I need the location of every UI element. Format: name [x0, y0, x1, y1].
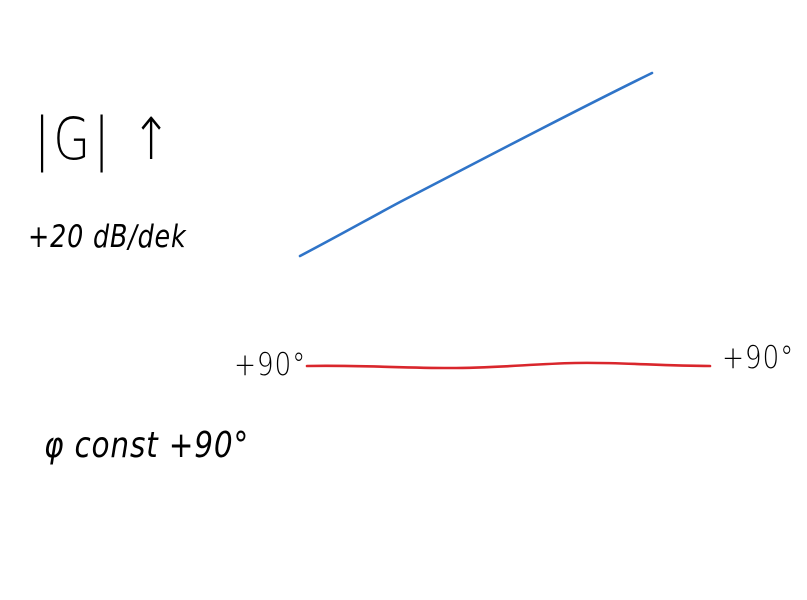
- phase-description-label: φ const +90°: [44, 425, 250, 466]
- phase-right-label: +90°: [722, 340, 795, 376]
- slope-label: +20 dB/dek: [28, 219, 187, 255]
- magnitude-label: |G| ↑: [34, 105, 175, 173]
- magnitude-line: [298, 71, 654, 258]
- phase-line: [305, 361, 712, 370]
- phase-left-label: +90°: [234, 347, 307, 383]
